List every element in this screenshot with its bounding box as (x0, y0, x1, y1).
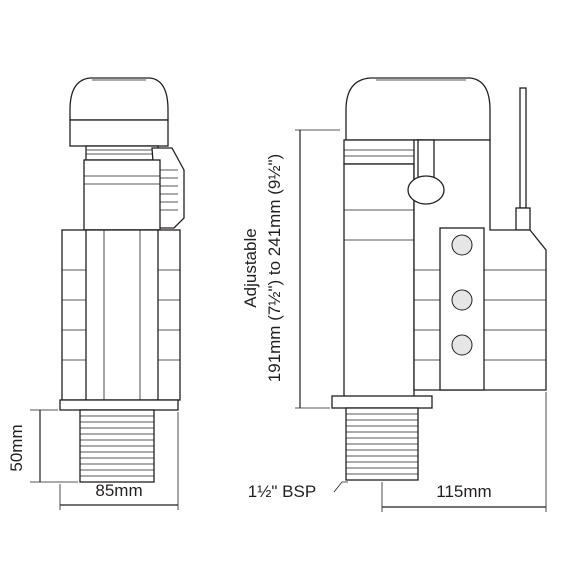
side-top-cap (345, 77, 491, 141)
side-thread-lines (346, 413, 418, 475)
label-base-height: 50mm (7, 424, 26, 471)
label-adjustable-line1: Adjustable (241, 228, 260, 307)
label-thread: 1½" BSP (248, 482, 316, 501)
side-column (343, 163, 415, 405)
front-top-cap (69, 77, 169, 121)
side-base-flange (331, 395, 433, 409)
side-column-bands (344, 209, 414, 241)
label-side-width: 115mm (436, 482, 491, 501)
side-rod-clip (515, 207, 531, 231)
front-ring (85, 145, 159, 161)
front-thread-lines (80, 415, 154, 477)
front-inner-column (85, 229, 159, 401)
label-base-width: 85mm (95, 481, 142, 500)
front-base-flange (59, 399, 179, 411)
side-float-knob (407, 175, 445, 205)
front-upper-collar (69, 119, 169, 147)
front-column-upper (83, 159, 161, 231)
front-float-ribs (160, 169, 178, 211)
side-hole-3 (451, 334, 473, 356)
side-rod (519, 87, 527, 209)
side-collar (343, 139, 423, 165)
front-view (59, 77, 185, 483)
side-hole-1 (451, 234, 473, 256)
side-view (331, 77, 547, 481)
bsp-leader (333, 481, 348, 493)
side-hole-2 (451, 289, 473, 311)
dimensions (30, 129, 547, 512)
label-adjustable-line2: 191mm (7½") to 241mm (9½") (265, 154, 284, 382)
